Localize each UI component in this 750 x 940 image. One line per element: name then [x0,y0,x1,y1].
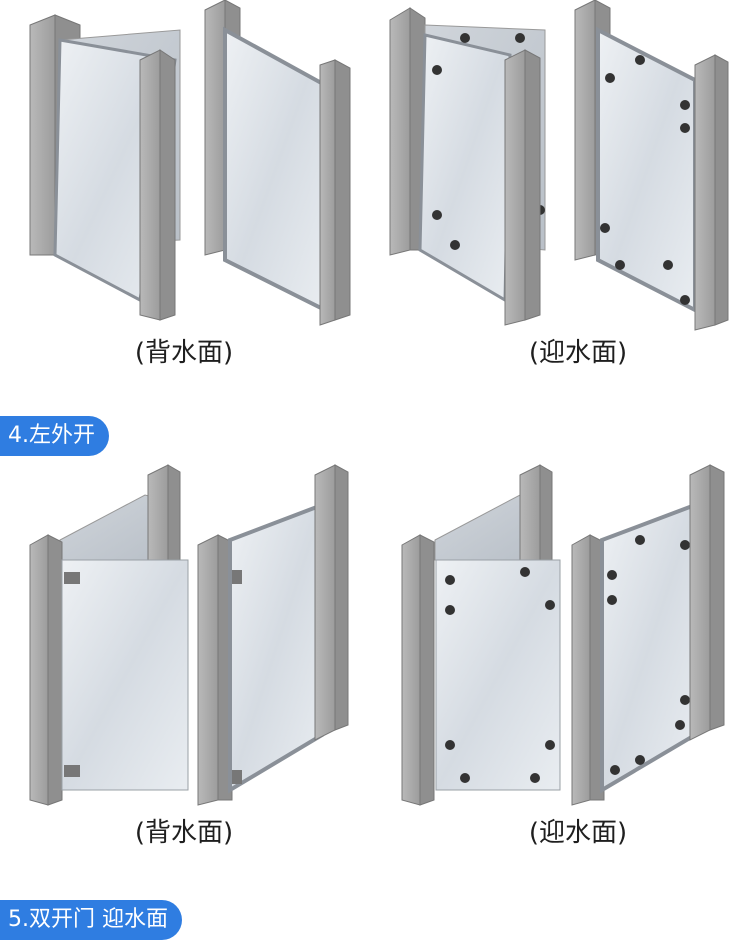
door-front-closed-1 [574,0,729,331]
caption-upstream: (迎水面) [528,338,628,368]
hinge-icon [232,570,242,584]
section-5-label: 5.双开门 迎水面 [0,900,182,940]
clamp-icons [600,55,690,305]
door-back-closed-1 [204,0,351,326]
door-front-open-1 [389,7,546,326]
caption-back-water: (背水面) [134,338,234,368]
door-front-closed-2 [571,464,725,806]
door-back-open-1 [29,14,181,321]
door-front-open-2 [401,464,561,806]
caption-back-water: (背水面) [134,818,234,848]
clamp-icons [445,567,555,783]
hinge-icon [232,770,242,784]
clamp-icons [607,535,690,775]
hinge-icon [64,765,80,777]
door-back-closed-2 [197,464,349,806]
door-back-open-2 [29,464,189,806]
section-4-label: 4.左外开 [0,416,109,456]
hinge-icon [64,572,80,584]
caption-upstream: (迎水面) [528,818,628,848]
door-illustrations [29,0,729,806]
